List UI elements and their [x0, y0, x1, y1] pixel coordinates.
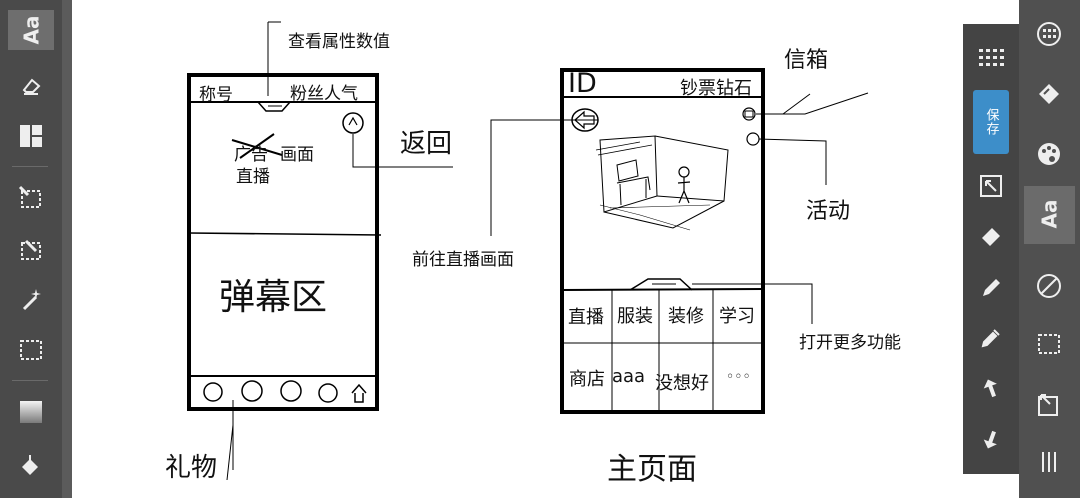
mailbox-icon — [742, 107, 756, 121]
grid-clothing: 服装 — [617, 306, 653, 327]
text-icon: Aa — [1036, 199, 1061, 229]
grid-live: 直播 — [568, 307, 604, 328]
crossed-ad-text: 广告 — [234, 145, 268, 165]
view-attributes-note: 查看属性数值 — [288, 32, 390, 52]
select-edit-button[interactable] — [8, 230, 54, 270]
grid-undecided: 没想好 — [655, 373, 709, 394]
phone1-back-icon — [342, 112, 364, 134]
dashed-rect-icon — [1038, 334, 1060, 354]
symmetry-button[interactable] — [1027, 266, 1071, 306]
grid-menu-button[interactable] — [969, 38, 1013, 78]
grid-aaa: aaa — [612, 366, 646, 387]
phone1-popularity-label: 粉丝人气 — [290, 84, 358, 104]
eraser-icon — [982, 228, 1000, 246]
select-transform-button[interactable] — [8, 178, 54, 218]
grid-study: 学习 — [719, 306, 755, 327]
phone1-title-label: 称号 — [199, 85, 233, 105]
eraser-tool-button[interactable] — [8, 66, 54, 106]
gradient-button[interactable] — [8, 392, 54, 432]
rect-select-icon — [20, 340, 42, 360]
grid-decoration: 装修 — [668, 306, 704, 327]
selection-button[interactable] — [1027, 324, 1071, 364]
undo-button[interactable] — [969, 368, 1013, 408]
eyedropper-button[interactable] — [969, 318, 1013, 358]
more-functions-note: 打开更多功能 — [799, 333, 901, 353]
more-circle-icon — [1037, 22, 1061, 46]
selected-highlight — [1024, 186, 1075, 244]
resize-icon — [980, 175, 1002, 197]
phone2-id-label: ID — [568, 68, 597, 99]
layers-menu-button[interactable] — [1027, 442, 1071, 482]
fill-button[interactable] — [8, 446, 54, 486]
undo-icon — [983, 379, 997, 398]
color-palette-button[interactable] — [1027, 134, 1071, 174]
right-toolbar: 保存 — [963, 24, 1019, 474]
mailbox-note: 信箱 — [784, 48, 829, 73]
main-page-title: 主页面 — [607, 452, 697, 487]
gift-slot-2 — [241, 380, 263, 402]
symmetry-icon — [1037, 274, 1061, 298]
redo-button[interactable] — [969, 420, 1013, 460]
rect-select-button[interactable] — [8, 330, 54, 370]
select-transform-icon — [18, 185, 41, 208]
pencil-button[interactable] — [969, 268, 1013, 308]
left-edge-strip — [62, 0, 72, 498]
phone2-frame — [560, 68, 765, 414]
gift-slot-3 — [280, 380, 302, 402]
text-tool-button[interactable]: Aa — [8, 10, 54, 50]
gift-slot-4 — [318, 383, 338, 403]
back-note: 返回 — [400, 129, 453, 159]
gift-share-icon — [351, 383, 367, 403]
danmaku-area-label: 弹幕区 — [219, 277, 328, 318]
activity-note: 活动 — [806, 199, 851, 224]
gift-slot-1 — [203, 382, 223, 402]
resize-button[interactable] — [969, 166, 1013, 206]
activity-icon — [746, 132, 760, 146]
pencil-icon — [983, 279, 1000, 296]
grid-dots-icon — [979, 49, 1004, 66]
fill-icon — [22, 455, 38, 475]
gift-note: 礼物 — [165, 453, 218, 483]
grid-more: ◦◦◦ — [726, 369, 751, 385]
phone2-currency-label: 钞票钻石 — [680, 78, 752, 99]
goto-live-note: 前往直播画面 — [412, 250, 514, 270]
screen-text: 画面 — [280, 145, 314, 165]
left-toolbar: Aa — [0, 0, 62, 498]
brush-library-button[interactable] — [1027, 74, 1071, 114]
eyedropper-icon — [981, 329, 1000, 348]
eraser-button[interactable] — [969, 216, 1013, 256]
select-rect-edit-icon — [21, 239, 41, 260]
far-right-toolbar: Aa — [1019, 0, 1080, 498]
gradient-icon — [20, 401, 42, 423]
grid-shop: 商店 — [569, 369, 605, 390]
vertical-bars-icon — [1042, 452, 1056, 472]
layers-icon — [20, 125, 42, 147]
redo-icon — [983, 430, 997, 449]
eraser-icon — [22, 78, 41, 95]
phone1-frame — [187, 73, 379, 411]
transform-icon — [1038, 394, 1058, 416]
magic-wand-button[interactable] — [8, 280, 54, 320]
text-button[interactable]: Aa — [1027, 194, 1071, 234]
brush-library-icon — [1039, 84, 1059, 104]
layers-button[interactable] — [8, 116, 54, 156]
save-label: 保存 — [983, 108, 999, 136]
palette-icon — [1038, 143, 1060, 165]
live-text: 直播 — [236, 167, 270, 187]
save-button[interactable]: 保存 — [973, 90, 1009, 154]
transform-button[interactable] — [1027, 384, 1071, 424]
magic-wand-icon — [22, 289, 41, 311]
more-options-button[interactable] — [1027, 14, 1071, 54]
